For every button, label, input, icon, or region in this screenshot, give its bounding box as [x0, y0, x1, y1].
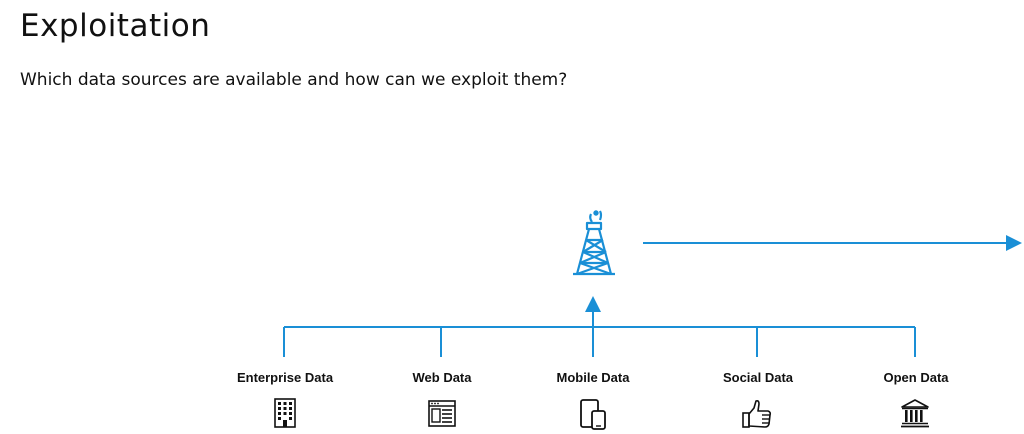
office-building-icon — [274, 398, 296, 428]
source-label-enterprise: Enterprise Data — [236, 370, 334, 385]
oil-derrick-icon — [573, 210, 615, 276]
source-label-web: Web Data — [412, 370, 472, 385]
source-connectors — [283, 326, 916, 357]
government-building-icon — [901, 399, 929, 428]
source-label-mobile: Mobile Data — [556, 370, 630, 385]
source-label-open: Open Data — [883, 370, 949, 385]
page-title: Exploitation — [20, 8, 211, 44]
thumbs-up-icon — [742, 400, 772, 428]
source-label-social: Social Data — [722, 370, 794, 385]
browser-window-icon — [428, 400, 456, 427]
page-subtitle: Which data sources are available and how… — [20, 70, 568, 90]
mobile-devices-icon — [580, 399, 606, 430]
